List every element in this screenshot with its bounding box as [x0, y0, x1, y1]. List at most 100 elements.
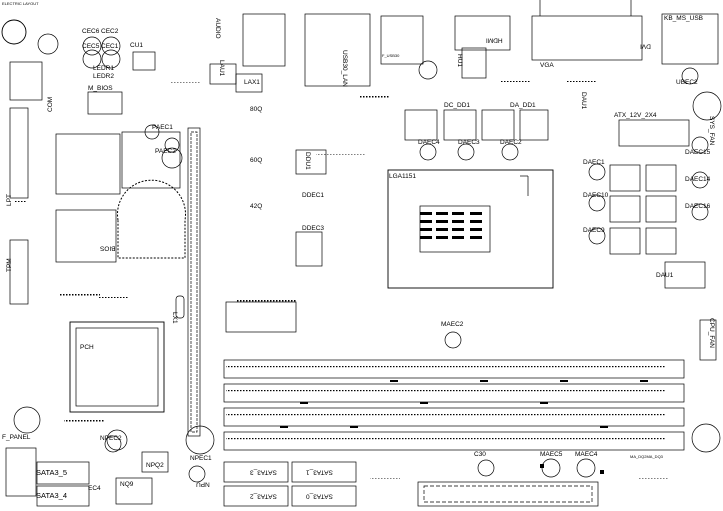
label-lpt: LPT	[6, 194, 13, 206]
tpm-connector	[9, 239, 29, 305]
capacitor-npec2	[104, 435, 122, 453]
sata3-5-connector	[36, 461, 90, 485]
label-sata3-4: SATA3_4	[36, 491, 67, 500]
label-daec10: DAEC10	[583, 192, 609, 199]
capacitor-ubec2	[681, 67, 699, 85]
label-lx1: LX1	[171, 312, 178, 324]
label-daec15: DAEC15	[685, 149, 711, 156]
label-f-audio: LAU1	[218, 60, 225, 77]
label-cpu-fan: CPU_FAN	[708, 318, 715, 348]
m-bios-chip	[87, 91, 123, 115]
label-42q: 42Q	[250, 203, 263, 210]
label-vga: VGA	[540, 62, 554, 69]
capacitor-daec1	[588, 163, 606, 181]
capacitor-maec4	[576, 458, 596, 478]
label-hu1: HU1	[456, 54, 463, 68]
pad-row-4	[226, 438, 666, 440]
capacitor-paec2	[164, 137, 180, 153]
sata3-3-connector	[223, 461, 289, 483]
battery-holder	[117, 179, 186, 259]
sata3-0-connector	[291, 485, 357, 507]
lga1151-socket	[387, 169, 554, 289]
capacitor-cec5	[82, 49, 102, 69]
label-60q: 60Q	[250, 157, 263, 164]
chip-lx1	[235, 73, 263, 93]
pch-chip	[69, 321, 165, 413]
choke-r1	[609, 164, 641, 192]
label-80q: 80Q	[250, 106, 263, 113]
mounting-hole-mid	[161, 147, 183, 169]
pad-row-3	[226, 414, 666, 416]
label-daec4: DAEC4	[418, 139, 440, 146]
mounting-hole-top-left	[1, 19, 27, 45]
capacitor-daec2	[501, 143, 519, 161]
hu1-chip	[461, 47, 487, 79]
label-ddu1: DDU1	[304, 152, 311, 170]
sata3-4-connector	[36, 485, 90, 507]
label-cec1: CEC1	[101, 43, 119, 50]
lan-chip	[225, 301, 297, 333]
capacitor-paec1	[144, 124, 160, 140]
chip-dfec3	[295, 231, 323, 267]
label-npq2: NPQ2	[146, 462, 164, 469]
chip-fu1	[175, 295, 185, 319]
label-daec2: DAEC2	[500, 139, 522, 146]
label-sata3-0: SATA3_0	[306, 492, 333, 500]
label-usb30-lan: USB30_LAN	[341, 50, 348, 87]
atx-main-inner	[423, 485, 593, 503]
chip-kx1	[121, 131, 181, 189]
usb30-lan-connector	[304, 13, 371, 87]
label-maec5: MAEC5	[540, 451, 563, 458]
choke-r2	[645, 164, 677, 192]
pad-row-2	[226, 390, 666, 392]
label-ma-dq: MA_DQ2MA_DQ3	[630, 454, 663, 459]
capacitor-maec5	[541, 458, 561, 478]
label-pch: PCH	[80, 344, 94, 351]
super-io	[55, 133, 121, 195]
label-dau1: DAU1	[580, 92, 587, 110]
label-cec2: CEC2	[101, 28, 119, 35]
capacitor-c30	[477, 459, 495, 477]
label-dvi: DVI	[640, 42, 651, 50]
choke-r4	[645, 195, 677, 223]
capacitor-cec6	[82, 36, 102, 56]
capacitor-daec14	[691, 171, 709, 189]
chip-ddu1	[295, 149, 327, 175]
capacitor-maec2	[444, 331, 462, 349]
chip-npq2	[141, 451, 169, 473]
label-sata3-2: SATA3_2	[250, 492, 277, 500]
label-kb-ms-usb: KB_MS_USB	[664, 15, 704, 22]
pcie-slot-x16-inner	[190, 131, 198, 433]
label-daec1: DAEC1	[583, 159, 605, 166]
label-dc-dd1: DC_DD1	[444, 102, 471, 109]
label-f-panel: F_PANEL	[2, 434, 31, 441]
choke-dc	[404, 109, 438, 141]
label-maec2: MAEC2	[441, 321, 464, 328]
label-tpm: TPM	[6, 258, 13, 272]
kb-ms-usb-connector	[661, 13, 719, 65]
capacitor-f-usb30	[418, 60, 438, 80]
layout-title: ELECTRIC LAYOUT	[2, 1, 39, 6]
capacitor-daec16	[691, 203, 709, 221]
choke-r6	[645, 227, 677, 255]
atx-main-connector	[417, 481, 599, 507]
label-lga1151: LGA1151	[389, 173, 416, 180]
atx-12v-connector	[618, 119, 690, 147]
pch-inner	[75, 327, 159, 407]
label-hdmi: HDMI	[486, 36, 503, 44]
capacitor-daec3	[457, 143, 475, 161]
label-sys-fan: SYS_FAN	[708, 116, 715, 146]
mounting-hole-lower-left	[106, 429, 128, 451]
label-lax1: LAX1	[244, 79, 260, 86]
label-ledr1: LEDR1	[93, 65, 114, 72]
label-f-usb30: F_USB30	[382, 53, 400, 58]
label-bios: BIOS	[100, 244, 116, 252]
capacitor-cec1	[101, 49, 121, 69]
pad-row-1	[226, 366, 666, 368]
mounting-hole-top-right	[692, 91, 722, 121]
label-cec5: CEC5	[82, 43, 100, 50]
choke-r5	[609, 227, 641, 255]
label-maec4: MAEC4	[575, 451, 598, 458]
label-sata3-3: SATA3_3	[250, 468, 277, 476]
